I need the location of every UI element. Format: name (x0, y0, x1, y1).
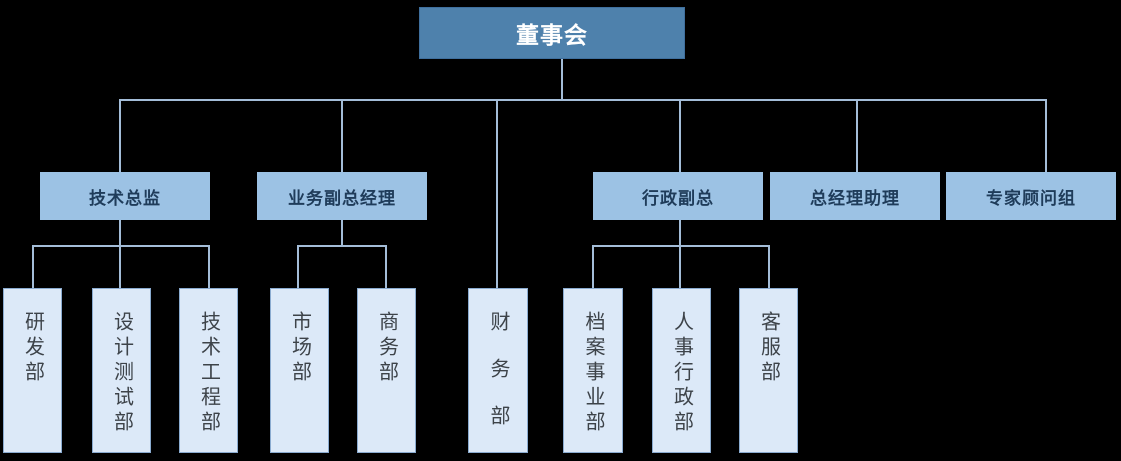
node-tech-engineering-dept-label: 技术工程部 (197, 311, 220, 436)
node-rd-dept-label: 研发部 (21, 311, 44, 386)
connector-stub-admin-deputy (679, 220, 681, 247)
connector-drop-admin-deputy (679, 99, 681, 172)
connector-drop-tech-engineering-dept (208, 245, 210, 288)
node-gm-assistant[interactable]: 总经理助理 (770, 172, 940, 220)
node-customer-service-dept-label: 客服部 (757, 311, 780, 386)
node-business-deputy-gm-label: 业务副总经理 (288, 188, 396, 208)
connector-drop-marketing-dept (297, 245, 299, 288)
node-design-testing-dept-label: 设计测试部 (110, 311, 133, 436)
connector-drop-hr-admin-dept (679, 245, 681, 288)
connector-stub-business-deputy-gm (341, 220, 343, 247)
node-finance-dept-label: 财务部 (487, 311, 509, 452)
node-expert-advisors[interactable]: 专家顾问组 (946, 172, 1116, 220)
node-tech-engineering-dept[interactable]: 技术工程部 (179, 288, 238, 453)
connector-stub-tech-director (119, 220, 121, 247)
node-archives-dept[interactable]: 档案事业部 (563, 288, 623, 453)
node-business-dept-label: 商务部 (375, 311, 398, 386)
connector-level1-hline (119, 99, 1047, 101)
node-admin-deputy[interactable]: 行政副总 (593, 172, 763, 220)
connector-hline-business-children (297, 245, 387, 247)
node-expert-advisors-label: 专家顾问组 (986, 188, 1076, 208)
connector-hline-tech-children (32, 245, 210, 247)
node-marketing-dept-label: 市场部 (288, 311, 311, 386)
node-hr-admin-dept[interactable]: 人事行政部 (652, 288, 711, 453)
node-gm-assistant-label: 总经理助理 (810, 188, 900, 208)
node-board[interactable]: 董事会 (419, 7, 685, 59)
connector-drop-finance-dept (496, 99, 498, 288)
connector-drop-archives-dept (592, 245, 594, 288)
node-customer-service-dept[interactable]: 客服部 (739, 288, 798, 453)
node-design-testing-dept[interactable]: 设计测试部 (92, 288, 151, 453)
node-admin-deputy-label: 行政副总 (642, 188, 714, 208)
node-business-deputy-gm[interactable]: 业务副总经理 (257, 172, 427, 220)
node-finance-dept[interactable]: 财务部 (468, 288, 528, 453)
connector-drop-tech-director (119, 99, 121, 172)
connector-root-riser (561, 59, 563, 100)
node-tech-director[interactable]: 技术总监 (40, 172, 210, 220)
connector-drop-gm-assistant (856, 99, 858, 172)
connector-drop-business-dept (385, 245, 387, 288)
connector-drop-customer-service-dept (768, 245, 770, 288)
node-tech-director-label: 技术总监 (89, 188, 161, 208)
node-rd-dept[interactable]: 研发部 (3, 288, 62, 453)
connector-drop-expert-advisors (1045, 99, 1047, 172)
node-hr-admin-dept-label: 人事行政部 (670, 311, 693, 436)
connector-drop-design-testing-dept (119, 245, 121, 288)
node-business-dept[interactable]: 商务部 (357, 288, 416, 453)
node-archives-dept-label: 档案事业部 (582, 311, 604, 436)
connector-drop-rd-dept (32, 245, 34, 288)
node-marketing-dept[interactable]: 市场部 (270, 288, 329, 453)
connector-hline-admin-children (592, 245, 770, 247)
node-board-label: 董事会 (516, 22, 588, 48)
connector-drop-business-deputy-gm (341, 99, 343, 172)
